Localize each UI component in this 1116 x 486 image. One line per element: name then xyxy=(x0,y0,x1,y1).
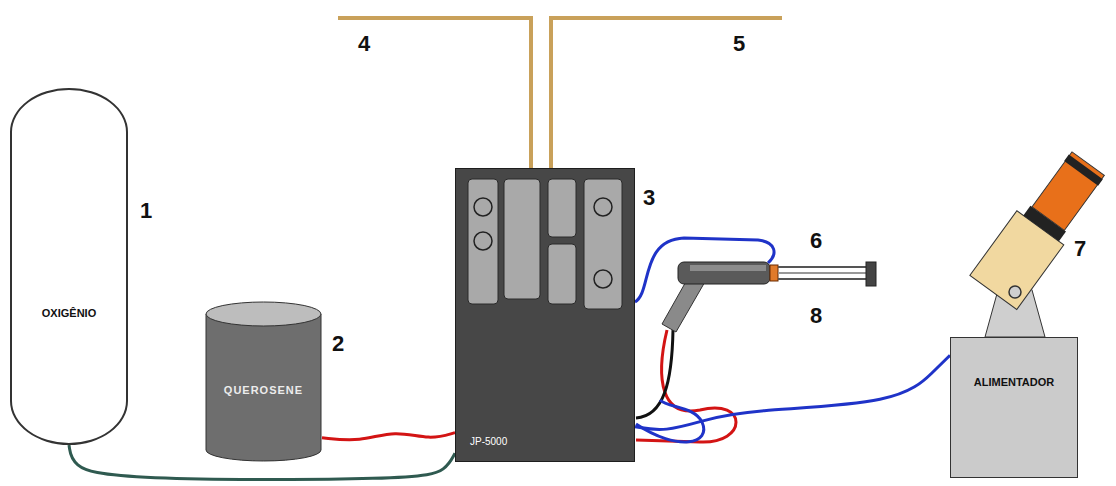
node-label: JP-5000 xyxy=(470,436,507,447)
node-label: OXIGÊNIO xyxy=(42,307,96,319)
callout-number: 4 xyxy=(358,33,370,55)
callout-number: 5 xyxy=(733,33,745,55)
hose xyxy=(635,238,774,302)
gas-pipe xyxy=(338,18,531,168)
callout-number: 1 xyxy=(140,200,152,222)
node-label: ALIMENTADOR xyxy=(974,376,1054,388)
spray-gun xyxy=(662,262,876,332)
node-label: QUEROSENE xyxy=(224,384,303,396)
hose xyxy=(635,355,950,429)
callout-number: 6 xyxy=(810,230,822,252)
kerosene-drum: QUEROSENE xyxy=(205,300,322,462)
hose xyxy=(636,400,704,442)
callout-number: 8 xyxy=(810,305,822,327)
hose xyxy=(322,433,455,440)
callout-number: 7 xyxy=(1074,238,1086,260)
callout-number: 3 xyxy=(643,187,655,209)
powder-feeder: ALIMENTADOR xyxy=(950,337,1078,478)
powder-hopper xyxy=(970,146,1111,337)
oxygen-tank: OXIGÊNIO xyxy=(10,88,128,445)
callout-number: 2 xyxy=(332,333,344,355)
gas-pipe xyxy=(551,18,782,168)
drum-shape xyxy=(205,300,322,462)
control-console: JP-5000 xyxy=(455,168,635,462)
console-panel xyxy=(456,169,636,463)
